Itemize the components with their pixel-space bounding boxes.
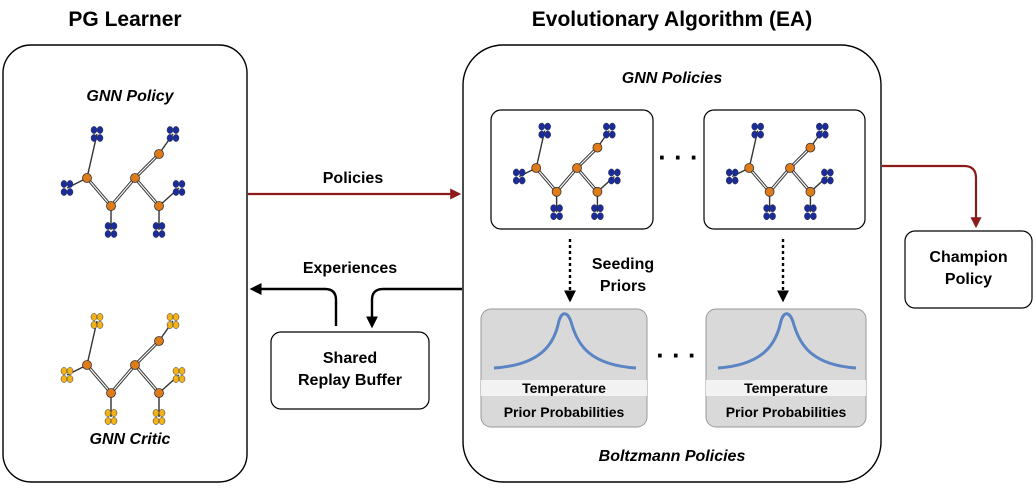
gnn-policy-label: GNN Policy [86,88,174,105]
champion-box [904,230,1033,309]
joint-icon [751,122,764,139]
joint-icon [172,367,186,383]
graph-node [154,388,164,398]
joint-icon [60,180,74,196]
pg-learner-box [2,44,248,483]
graph-node [106,388,116,398]
joint-icon [104,222,118,238]
graph-node [154,336,164,346]
joint-icon [60,367,74,383]
graph-node [531,163,542,173]
joint-icon [804,204,817,221]
graph-node [154,201,164,211]
ellipsis-bottom: · · · [656,340,697,370]
policies-arrow-label: Policies [322,170,384,187]
distribution-curve-icon [717,312,857,370]
replay-buffer-label: Shared Replay Buffer [271,348,429,392]
prior-probabilities-label-1: Prior Probabilities [503,404,625,420]
joint-icon [550,204,563,221]
replay-buffer-box [270,331,430,410]
experiences-arrow-from-ea [366,287,462,329]
graph-node [805,186,816,197]
boltzmann-policies-label: Boltzmann Policies [598,448,746,465]
experiences-arrow-to-pg [249,283,338,326]
graph-node [592,142,603,153]
champion-arrow [882,164,982,229]
ea-policy-graph-1 [512,122,621,221]
joint-icon [172,180,186,196]
joint-icon [816,122,829,139]
joint-icon [90,313,104,329]
replay-buffer-line1: Shared [322,350,378,367]
graph-node [785,163,795,173]
graph-node [592,186,603,197]
joint-icon [152,409,166,425]
joint-icon [166,126,180,142]
gnn-policy-box-1 [490,109,654,230]
seeding-label-line2: Priors [599,278,647,295]
joint-icon [603,122,616,139]
joint-icon [166,313,180,329]
champion-line1: Champion [929,249,1008,266]
graph-node [82,360,92,370]
joint-icon [152,222,166,238]
pg-learner-title: PG Learner [68,8,182,31]
champion-line2: Policy [944,271,993,288]
gnn-policy-graph [60,126,186,238]
joint-icon [821,168,834,185]
graph-node [106,201,116,211]
graph-node [805,142,816,153]
joint-icon [512,168,526,185]
graph-node [130,173,140,183]
graph-node [551,186,562,197]
prior-card-2 [705,308,867,428]
joint-icon [725,168,739,185]
temperature-label-2: Temperature [744,380,828,396]
joint-icon [591,204,604,221]
graph-node [764,186,775,197]
joint-icon [90,126,104,142]
graph-node [154,149,164,159]
graph-node [82,173,92,183]
joint-icon [538,122,551,139]
champion-policy-label: Champion Policy [905,247,1032,291]
gnn-critic-label: GNN Critic [89,431,171,448]
ea-title: Evolutionary Algorithm (EA) [531,8,813,31]
graph-node [744,163,755,173]
joint-icon [763,204,776,221]
gnn-policies-label: GNN Policies [621,70,723,87]
experiences-arrow-label: Experiences [302,260,398,277]
temperature-label-1: Temperature [522,380,606,396]
prior-card-1 [480,308,648,428]
joint-icon [608,168,621,185]
gnn-policy-box-2 [703,109,866,230]
joint-icon [104,409,118,425]
graph-node [130,360,140,370]
distribution-curve-icon [493,312,637,370]
ellipsis-top: · · · [658,142,699,172]
prior-probabilities-label-2: Prior Probabilities [725,404,847,420]
ea-policy-graph-2 [725,122,834,221]
seeding-label-line1: Seeding [591,256,655,273]
replay-buffer-line2: Replay Buffer [297,372,403,389]
seeding-priors-label: Seeding Priors [583,254,663,298]
gnn-critic-graph [60,313,186,425]
graph-node [572,163,582,173]
